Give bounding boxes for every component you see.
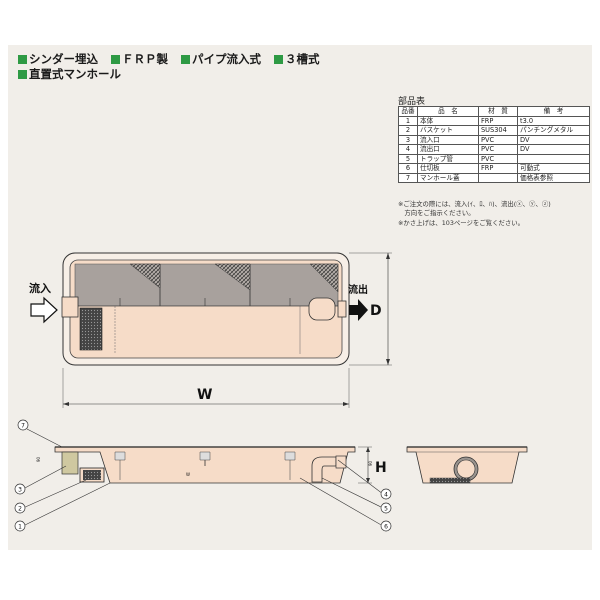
svg-text:W: W xyxy=(186,472,190,477)
order-note: ※ご注文の際には、流入(ｲ、ﾛ、ﾊ)、流出(ⓧ、ⓨ、ⓩ) xyxy=(398,200,551,208)
inlet-pipe xyxy=(61,296,79,318)
width-label: W xyxy=(197,387,212,403)
callout-2: 2 xyxy=(18,506,22,513)
outlet-arrow-icon xyxy=(349,299,368,321)
outlet-pipe xyxy=(308,297,336,321)
callout-7: 7 xyxy=(21,423,25,430)
outlet-label: 流出 xyxy=(348,283,368,296)
green-square-icon xyxy=(274,55,284,64)
parts-table-cell: 価格表参照 xyxy=(517,172,590,183)
callout-1: 1 xyxy=(18,524,22,531)
plan-view: 流入 流出 D W xyxy=(29,252,392,408)
height-label: H xyxy=(375,460,387,476)
heading-line-2: 直置式マンホール xyxy=(18,67,121,81)
callout-3: 3 xyxy=(18,487,22,494)
green-square-icon xyxy=(18,70,27,79)
callout-6: 6 xyxy=(384,524,388,531)
section-view: W 90 90 H 7 3 2 1 xyxy=(14,419,392,532)
inlet-arrow-icon xyxy=(30,296,58,324)
heading-item: 直置式マンホール xyxy=(29,67,121,81)
raise-note: ※かさ上げは、103ページをご覧ください。 xyxy=(398,219,525,227)
green-square-icon xyxy=(18,55,27,64)
callout-4: 4 xyxy=(384,492,388,499)
green-square-icon xyxy=(181,55,191,64)
svg-text:90: 90 xyxy=(368,460,373,466)
basket xyxy=(79,307,103,351)
parts-table-title: 部品表 xyxy=(398,97,426,107)
svg-text:90: 90 xyxy=(36,456,41,462)
depth-label: D xyxy=(370,303,382,319)
heading-line-1: シンダー埋込 ＦＲＰ製 パイプ流入式 ３槽式 xyxy=(18,52,320,66)
heading-item: ＦＲＰ製 xyxy=(122,52,169,66)
inlet-label: 流入 xyxy=(29,281,51,295)
order-note-continued: 方向をご指示ください。 xyxy=(398,209,475,217)
chamber-area xyxy=(74,263,339,307)
side-view xyxy=(406,446,528,484)
heading-item: ３槽式 xyxy=(285,52,320,66)
green-square-icon xyxy=(111,55,121,64)
heading-item: シンダー埋込 xyxy=(29,52,98,66)
callout-5: 5 xyxy=(384,506,388,513)
heading-item: パイプ流入式 xyxy=(192,52,262,66)
